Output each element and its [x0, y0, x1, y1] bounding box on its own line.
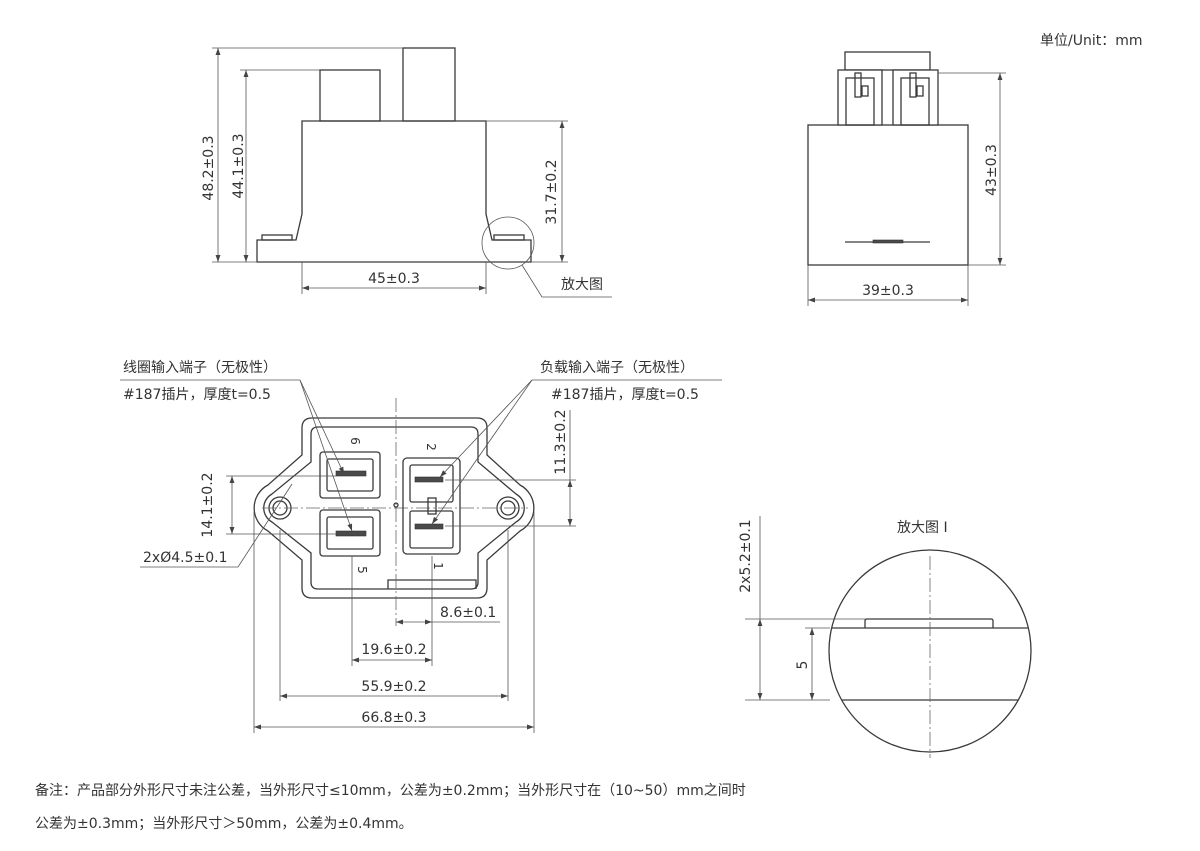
- pin-number-1: 1: [431, 562, 445, 570]
- pin-number-5: 5: [355, 566, 369, 574]
- center-mark: [393, 502, 399, 508]
- dim-coil-pitch: 14.1±0.2: [200, 472, 216, 537]
- load-blade-1: [414, 523, 444, 530]
- dim-detail-total: 2x5.2±0.1: [738, 519, 754, 592]
- front-body-outline: [256, 120, 532, 263]
- detail-callout-leader: [521, 264, 612, 298]
- side-terminal-cap: [844, 51, 931, 71]
- load-blade-2: [414, 476, 444, 483]
- coil-label-line1: 线圈输入端子（无极性）: [123, 360, 277, 376]
- bottom-view: 6 2 5 1 线圈输入端子（无极性） #187插片，厚度t=0.5 负载输入端…: [120, 360, 722, 733]
- coil-leader-5: [299, 379, 353, 532]
- note-line-2: 公差为±0.3mm；当外形尺寸＞50mm，公差为±0.4mm。: [35, 816, 413, 832]
- load-terminal-1-inner: [409, 510, 454, 549]
- pin-number-6: 6: [348, 437, 362, 445]
- load-label-line1: 负载输入端子（无极性）: [540, 360, 694, 376]
- front-coil-terminal: [319, 69, 381, 122]
- dim-body-height: 31.7±0.2: [544, 159, 560, 224]
- side-blade-left: [854, 72, 862, 98]
- coil-terminal-5: [319, 509, 381, 557]
- dim-side-width: 39±0.3: [862, 283, 914, 299]
- side-body: [807, 124, 969, 266]
- dim-detail-inner: 5: [795, 661, 811, 670]
- detail-callout-circle: [481, 216, 535, 270]
- side-housing-inner-left: [845, 77, 875, 126]
- bottom-inner-outline: [263, 426, 525, 590]
- dim-terminal-height: 44.1±0.3: [231, 133, 247, 198]
- load-terminal-2-inner: [409, 464, 454, 503]
- coil-terminal-6: [319, 451, 381, 499]
- bottom-outer-outline: [253, 417, 535, 599]
- load-terminal-block: [402, 457, 461, 555]
- coil-label-line2: #187插片，厚度t=0.5: [123, 387, 271, 403]
- front-load-terminal: [402, 47, 456, 122]
- side-base-mark: [872, 239, 904, 244]
- coil-terminal-6-inner: [326, 458, 374, 492]
- dim-hole-diameter: 2xØ4.5±0.1: [143, 550, 227, 566]
- detail-view-title: 放大图 I: [897, 520, 948, 536]
- side-view: 43±0.3 39±0.3: [807, 51, 1006, 306]
- side-blade-right: [909, 72, 917, 98]
- unit-label: 单位/Unit：mm: [1040, 33, 1143, 49]
- detail-raised-plate: [864, 618, 994, 628]
- dim-overall-height: 48.2±0.3: [201, 135, 217, 200]
- side-housing-inner-right: [900, 77, 930, 126]
- note-line-1: 备注：产品部分外形尺寸未注公差，当外形尺寸≤10mm，公差为±0.2mm；当外形…: [35, 782, 746, 799]
- dim-terminal-spacing: 19.6±0.2: [361, 642, 426, 658]
- hole-diameter-leader: [140, 483, 293, 568]
- detail-callout-label: 放大图: [561, 277, 603, 293]
- front-view: 48.2±0.3 44.1±0.3 31.7±0.2 45±0.3 放大图: [201, 47, 612, 298]
- load-label-line2: #187插片，厚度t=0.5: [551, 387, 699, 403]
- dim-load-offset: 8.6±0.1: [440, 605, 496, 621]
- load-terminal-divider-tab: [427, 497, 437, 515]
- load-leader-1: [431, 379, 533, 525]
- dim-side-height: 43±0.3: [984, 144, 1000, 196]
- dim-load-pitch: 11.3±0.2: [553, 409, 569, 474]
- dim-overall-width: 66.8±0.3: [361, 710, 426, 726]
- dim-body-width: 45±0.3: [368, 271, 420, 287]
- front-left-mount-plate: [261, 234, 293, 241]
- notes: 备注：产品部分外形尺寸未注公差，当外形尺寸≤10mm，公差为±0.2mm；当外形…: [35, 782, 746, 832]
- detail-view: 放大图 I 2x5.2±0.1 5: [738, 516, 1032, 758]
- coil-terminal-5-inner: [326, 516, 374, 550]
- coil-blade-6: [335, 470, 367, 477]
- mount-hole-right: [496, 496, 520, 520]
- load-leader-2: [439, 379, 533, 478]
- pin-number-2: 2: [424, 443, 438, 451]
- dim-hole-spacing: 55.9±0.2: [361, 679, 426, 695]
- detail-view-circle: [828, 549, 1032, 753]
- side-blade-tab-left: [861, 85, 869, 97]
- side-blade-tab-right: [916, 85, 924, 97]
- front-right-mount-plate: [493, 234, 525, 241]
- coil-leader-6: [299, 379, 345, 475]
- coil-blade-5: [335, 530, 367, 537]
